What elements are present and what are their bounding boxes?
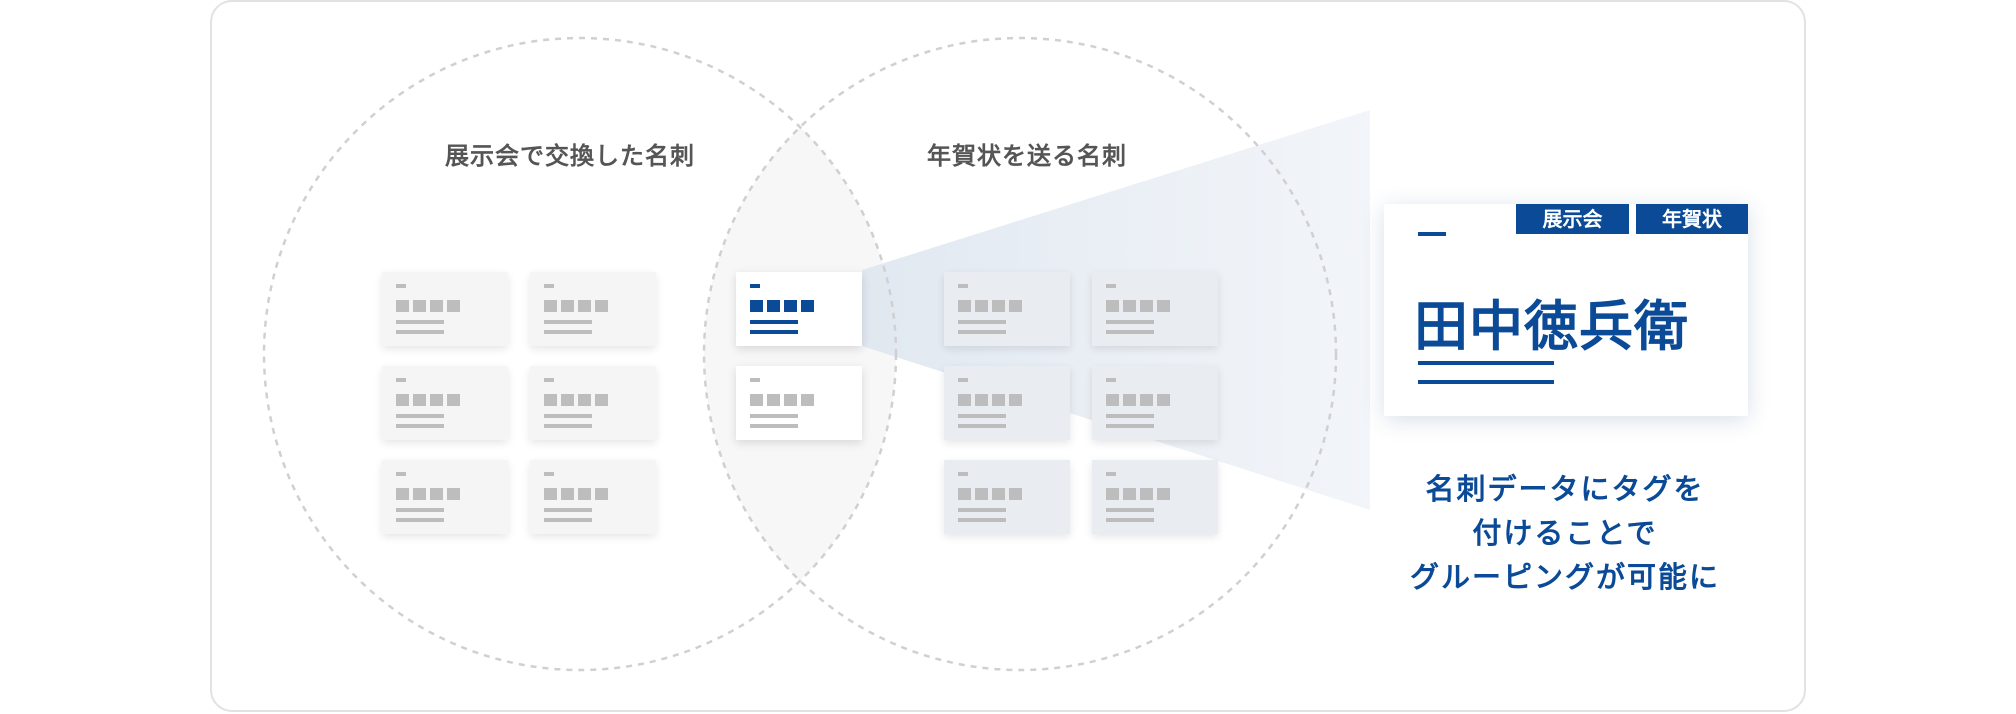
business-card [1092, 366, 1218, 440]
tag-badge: 年賀状 [1636, 204, 1748, 234]
business-card [530, 366, 656, 440]
card-line [1418, 380, 1554, 384]
caption-line: 名刺データにタグを [1425, 472, 1705, 506]
business-card [382, 460, 508, 534]
business-card [944, 460, 1070, 534]
business-card [944, 272, 1070, 346]
business-card [382, 272, 508, 346]
caption-line: グルーピングが可能に [1409, 560, 1721, 594]
business-card [382, 366, 508, 440]
right-circle-label: 年賀状を送る名刺 [927, 142, 1127, 170]
card-dash [1418, 232, 1446, 236]
business-card [530, 460, 656, 534]
business-card-highlighted [736, 272, 862, 346]
card-line [1418, 361, 1554, 365]
left-circle-label: 展示会で交換した名刺 [445, 142, 695, 170]
business-card [1092, 272, 1218, 346]
tag-badge: 展示会 [1516, 204, 1629, 234]
business-card [1092, 460, 1218, 534]
business-card-detail: 展示会 年賀状 田中徳兵衛 [1384, 204, 1748, 416]
business-card [944, 366, 1070, 440]
caption-line: 付けることで [1472, 516, 1658, 550]
left-circle [262, 36, 898, 672]
right-circle [702, 36, 1338, 672]
card-person-name: 田中徳兵衛 [1414, 295, 1689, 358]
business-card [736, 366, 862, 440]
business-card [530, 272, 656, 346]
